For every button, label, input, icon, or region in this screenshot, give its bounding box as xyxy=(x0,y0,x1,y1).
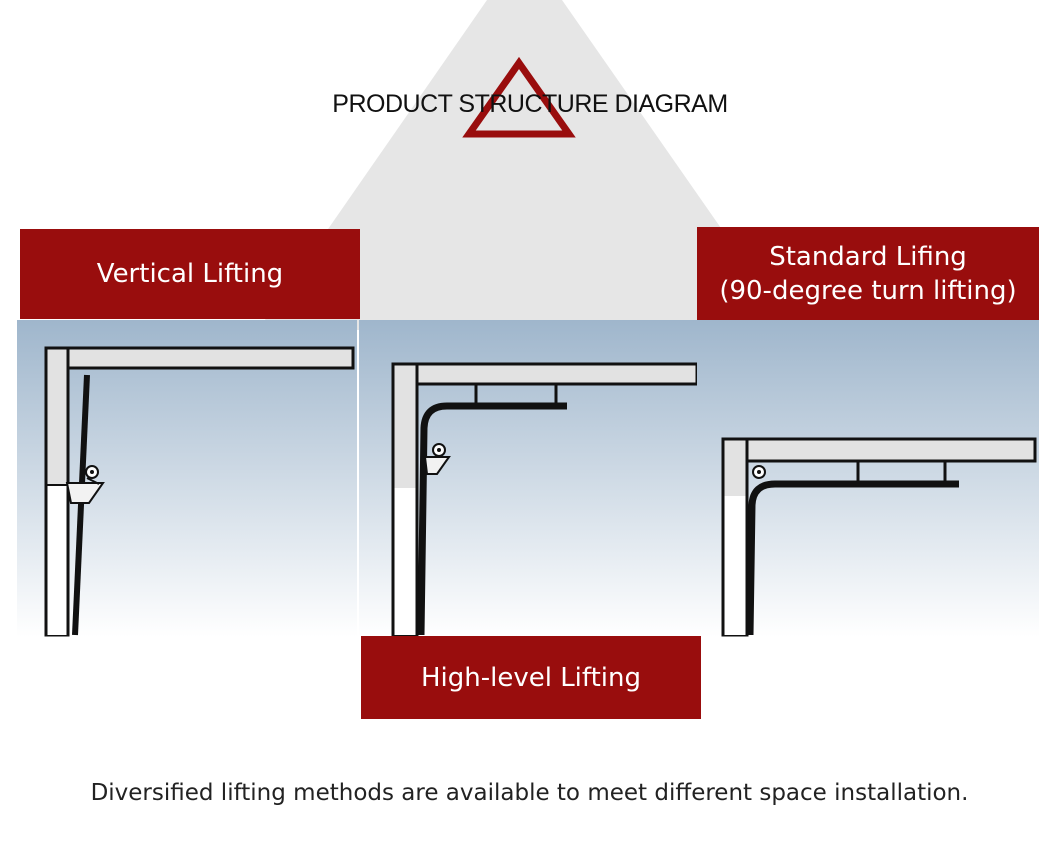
standard-lifting-text-line1: Standard Lifing xyxy=(769,241,967,272)
high-level-lifting-label: High-level Lifting xyxy=(361,636,701,719)
vertical-lifting-text: Vertical Lifting xyxy=(96,259,284,289)
page-title: PRODUCT STRUCTURE DIAGRAM xyxy=(332,90,728,118)
standard-lifting-text-line2: (90-degree turn lifting) xyxy=(719,275,1017,306)
red-triangle-icon xyxy=(462,56,576,138)
standard-lifting-diagram xyxy=(697,320,1039,637)
high-level-lifting-text: High-level Lifting xyxy=(420,662,642,693)
vertical-lifting-diagram xyxy=(17,320,357,637)
gray-roof-shape xyxy=(258,0,792,330)
standard-lifting-label: Standard Lifing (90-degree turn lifting) xyxy=(697,227,1039,320)
high-level-lifting-diagram xyxy=(359,320,697,637)
footer-caption: Diversified lifting methods are availabl… xyxy=(90,780,969,806)
vertical-lifting-label: Vertical Lifting xyxy=(20,229,360,319)
background-triangle xyxy=(258,0,792,330)
